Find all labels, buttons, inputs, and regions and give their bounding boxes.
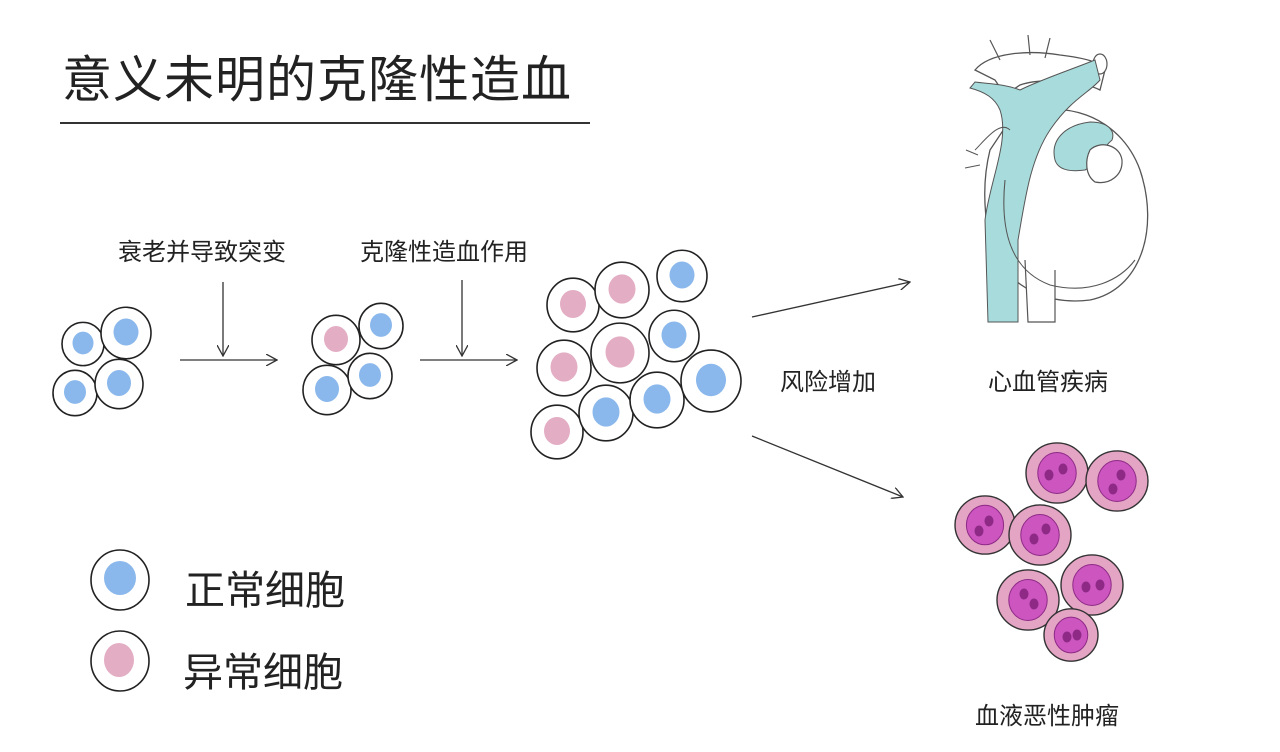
abnormal-cell bbox=[530, 404, 584, 460]
title-underline bbox=[60, 122, 590, 124]
normal-cell bbox=[656, 249, 708, 303]
normal-cell bbox=[648, 309, 700, 363]
abnormal-cell bbox=[546, 277, 600, 333]
abnormal-cell bbox=[590, 322, 650, 384]
normal-cell bbox=[629, 371, 685, 429]
normal-cell bbox=[52, 369, 98, 417]
tumor-cell bbox=[1025, 442, 1089, 504]
step-label-clonal: 克隆性造血作用 bbox=[360, 238, 528, 266]
tumor-cell bbox=[996, 569, 1060, 631]
normal-cell bbox=[680, 349, 742, 413]
legend-icon-normal-cell bbox=[90, 549, 150, 611]
tumor-cell-cluster bbox=[954, 442, 1149, 662]
step-label-aging: 衰老并导致突变 bbox=[118, 238, 286, 266]
normal-cell bbox=[100, 306, 152, 360]
legend-label-normal: 正常细胞 bbox=[185, 568, 345, 614]
normal-cell bbox=[94, 358, 144, 410]
tumor-cell bbox=[1043, 608, 1099, 662]
cell-cluster-initial bbox=[52, 306, 152, 417]
legend-icon-abnormal-cell bbox=[90, 630, 150, 692]
outcome-cardiovascular: 心血管疾病 bbox=[988, 368, 1108, 396]
tumor-cell bbox=[1008, 504, 1072, 566]
abnormal-cell bbox=[311, 314, 361, 366]
normal-cell bbox=[358, 302, 404, 350]
normal-cell bbox=[347, 352, 393, 400]
arrow-to-heme bbox=[751, 435, 903, 497]
legend-label-abnormal: 异常细胞 bbox=[183, 650, 343, 696]
arrows bbox=[180, 280, 910, 497]
tumor-cell bbox=[954, 495, 1016, 555]
arrow-to-cardio bbox=[751, 282, 910, 318]
page-title: 意义未明的克隆性造血 bbox=[62, 51, 572, 109]
abnormal-cell bbox=[594, 261, 650, 319]
normal-cell bbox=[302, 364, 352, 416]
outcome-hematologic: 血液恶性肿瘤 bbox=[975, 702, 1119, 730]
cell-cluster-clonal bbox=[530, 249, 742, 460]
tumor-cell bbox=[1060, 554, 1124, 616]
abnormal-cell bbox=[536, 339, 592, 397]
cell-cluster-mixed bbox=[302, 302, 404, 416]
normal-cell bbox=[578, 384, 634, 442]
heart-illustration bbox=[964, 34, 1149, 323]
tumor-cell bbox=[1085, 450, 1149, 512]
step-label-risk: 风险增加 bbox=[780, 368, 876, 396]
legend-icons bbox=[90, 549, 150, 692]
normal-cell bbox=[61, 321, 105, 367]
